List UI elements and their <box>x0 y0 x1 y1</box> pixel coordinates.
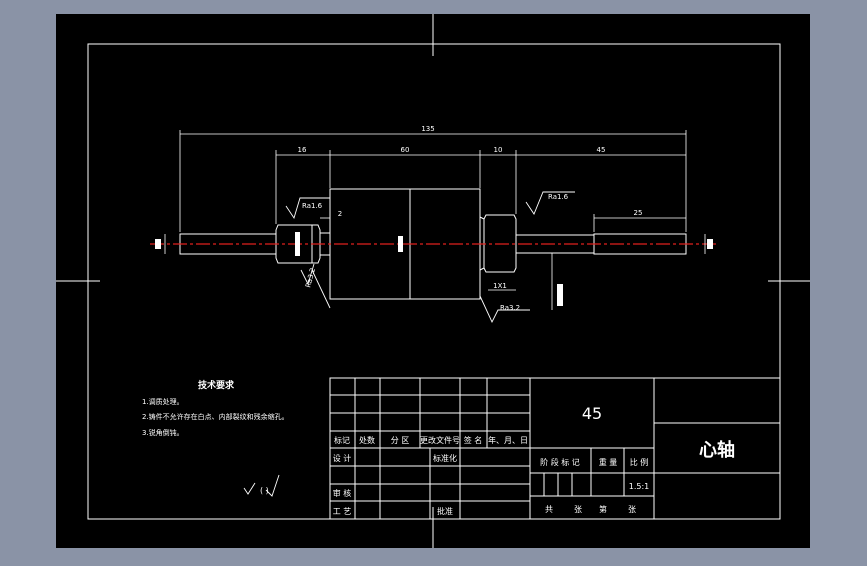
svg-text:设 计: 设 计 <box>333 453 352 463</box>
svg-text:标记: 标记 <box>334 435 350 445</box>
dim-right-shaft: 25 <box>634 209 643 217</box>
dimension-lines <box>164 130 706 310</box>
drawing-sheet <box>56 14 810 548</box>
svg-text:处数: 处数 <box>359 435 375 445</box>
dimension-texts: 135 16 60 10 45 25 2 1X1 <box>298 125 643 290</box>
roughness-symbols <box>285 191 575 324</box>
svg-text:更改文件号: 更改文件号 <box>420 435 460 445</box>
svg-text:分 区: 分 区 <box>391 436 410 445</box>
diameter-marks <box>155 232 713 306</box>
tech-req-line-2: 2.铸件不允许存在白点、内部裂纹和残余缩孔。 <box>142 412 289 421</box>
roughness-right-top: Ra1.6 <box>548 193 569 201</box>
svg-text:工 艺: 工 艺 <box>333 507 352 516</box>
roughness-check-icon <box>265 474 280 497</box>
dim-seg2: 60 <box>401 146 410 154</box>
centering-marks <box>56 14 810 548</box>
svg-text:阶 段 标 记: 阶 段 标 记 <box>540 457 580 467</box>
dim-groove: 2 <box>338 210 342 218</box>
svg-text:批准: 批准 <box>437 506 453 516</box>
material-value: 45 <box>582 404 602 423</box>
dim-seg3: 10 <box>494 146 503 154</box>
roughness-right-bottom: Ra3.2 <box>500 304 520 312</box>
tech-req-line-3: 3.锐角倒钝。 <box>142 428 184 437</box>
tech-req-lines: 1.调质处理。 2.铸件不允许存在白点、内部裂纹和残余缩孔。 3.锐角倒钝。 <box>142 397 289 437</box>
dim-seg4: 45 <box>597 146 606 154</box>
svg-text:比 例: 比 例 <box>630 457 649 467</box>
svg-text:签 名: 签 名 <box>464 435 483 445</box>
dim-overall: 135 <box>421 125 434 133</box>
svg-text:张: 张 <box>628 505 636 514</box>
title-block-labels: 设 计 标准化 审 核 工 艺 批准 阶 段 标 记 重 量 比 例 1.5:1… <box>333 453 650 516</box>
svg-text:1.5:1: 1.5:1 <box>629 482 650 491</box>
roughness-left-top: Ra1.6 <box>302 202 323 210</box>
dim-seg1: 16 <box>298 146 307 154</box>
svg-text:标准化: 标准化 <box>433 453 457 463</box>
roughness-general-icon <box>243 482 256 495</box>
svg-text:共: 共 <box>545 505 553 514</box>
svg-text:年、月、日: 年、月、日 <box>488 435 528 445</box>
svg-text:第: 第 <box>599 504 607 514</box>
svg-text:张: 张 <box>574 505 582 514</box>
tech-req-title: 技术要求 <box>198 379 235 391</box>
roughness-note: ( ) <box>260 486 269 495</box>
dim-chamfer: 1X1 <box>493 282 507 290</box>
svg-text:审 核: 审 核 <box>333 488 352 498</box>
svg-text:重 量: 重 量 <box>599 457 618 467</box>
title-block-grid <box>329 377 781 520</box>
rev-headers: 标记 处数 分 区 更改文件号 签 名 年、月、日 <box>334 435 528 445</box>
tech-req-line-1: 1.调质处理。 <box>142 397 184 406</box>
part-name: 心轴 <box>699 439 735 461</box>
